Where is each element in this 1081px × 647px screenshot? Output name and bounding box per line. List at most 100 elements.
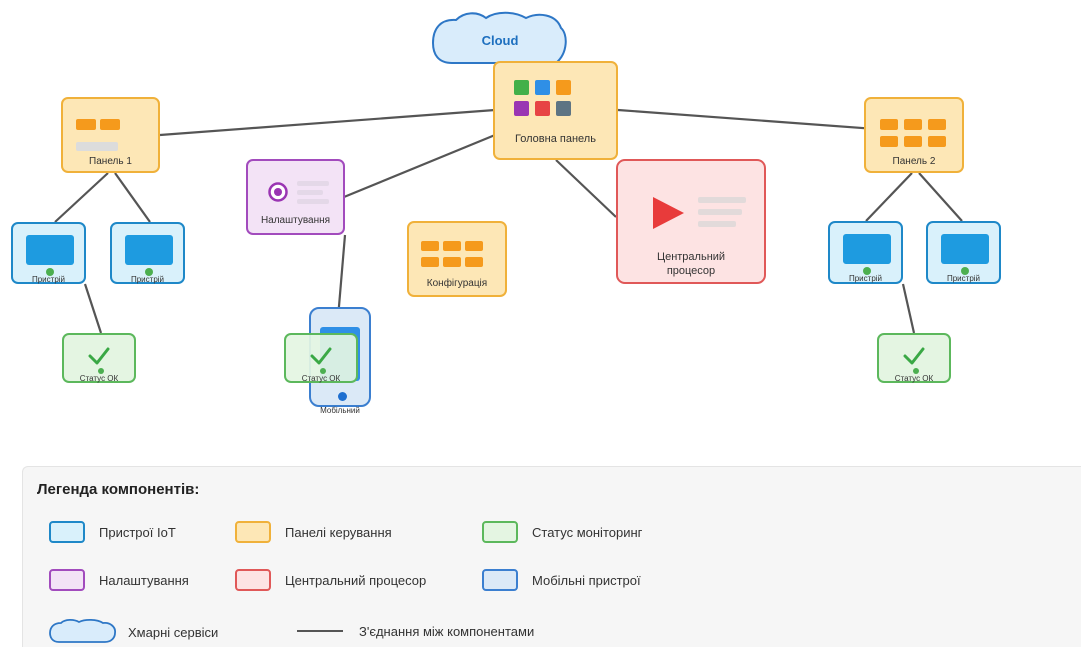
connection-device3-status3: [901, 283, 916, 334]
panel-1-label: Панель 1: [89, 156, 132, 167]
app-tile-red: [535, 101, 550, 116]
config-block: [443, 257, 461, 267]
settings-line: [297, 181, 329, 186]
panel-2-block: [904, 119, 922, 130]
connection-main-settings: [343, 133, 496, 199]
connection-panel2-device4: [918, 172, 963, 222]
legend-swatch-panels: [235, 521, 271, 543]
device-node-2[interactable]: Пристрій: [110, 222, 185, 284]
device-node-4[interactable]: Пристрій: [926, 221, 1001, 284]
panel-1-bar: [76, 142, 118, 151]
main-panel-label: Головна панель: [515, 133, 596, 145]
legend-swatch-cloud: [49, 618, 116, 643]
device-node-1[interactable]: Пристрій: [11, 222, 86, 284]
play-icon: [653, 197, 684, 229]
app-tile-orange: [556, 80, 571, 95]
settings-node[interactable]: Налаштування: [246, 159, 345, 235]
monitor-icon: [26, 235, 74, 265]
cpu-line: [698, 221, 736, 227]
status-node-2[interactable]: Статус ОК: [284, 333, 358, 383]
legend-label-status: Статус моніторинг: [532, 525, 643, 540]
panel-1-block-right: [100, 119, 120, 130]
legend-swatch-status: [482, 521, 518, 543]
monitor-icon: [125, 235, 173, 265]
settings-label: Налаштування: [260, 215, 331, 226]
legend-connection-line: [297, 630, 343, 632]
legend-swatch-iot: [49, 521, 85, 543]
config-block: [465, 257, 483, 267]
config-block: [421, 241, 439, 251]
device-label: Пристрій: [946, 274, 981, 283]
checkmark-icon: [903, 347, 925, 365]
cpu-label-line2: процесор: [666, 265, 716, 277]
app-tile-gray: [556, 101, 571, 116]
panel-2-block: [928, 136, 946, 147]
cloud-label: Cloud: [481, 33, 519, 48]
legend-swatch-settings: [49, 569, 85, 591]
connection-panel2-device3: [865, 172, 913, 222]
cloud-node[interactable]: [430, 9, 570, 65]
status-dot-icon: [46, 268, 54, 276]
status-node-3[interactable]: Статус ОК: [877, 333, 951, 383]
connection-main-cpu: [555, 159, 617, 218]
legend-label-settings: Налаштування: [99, 573, 189, 588]
config-block: [421, 257, 439, 267]
panel-2-block: [928, 119, 946, 130]
app-tile-blue: [535, 80, 550, 95]
legend-label-cpu: Центральний процесор: [285, 573, 427, 588]
panel-1-block-left: [76, 119, 96, 130]
cpu-node[interactable]: Центральний процесор: [616, 159, 766, 284]
status-dot-icon: [961, 267, 969, 275]
cpu-line: [698, 197, 746, 203]
status-label: Статус ОК: [894, 374, 934, 383]
cpu-line: [698, 209, 742, 215]
panel-2-block: [880, 136, 898, 147]
config-node[interactable]: Конфігурація: [407, 221, 507, 297]
status-dot-icon: [913, 368, 919, 374]
legend-panel: Легенда компонентів: Пристрої IoT Панелі…: [22, 466, 1081, 647]
status-dot-icon: [98, 368, 104, 374]
device-label: Пристрій: [130, 275, 165, 284]
status-label: Статус ОК: [301, 374, 341, 383]
status-node-1[interactable]: Статус ОК: [62, 333, 136, 383]
connection-panel1-device2: [114, 172, 151, 223]
app-tile-purple: [514, 101, 529, 116]
legend-label-connection: З'єднання між компонентами: [359, 624, 535, 639]
legend-title: Легенда компонентів:: [37, 481, 200, 498]
legend-swatch-mobile: [482, 569, 518, 591]
status-label: Статус ОК: [79, 374, 119, 383]
device-label: Пристрій: [31, 275, 66, 284]
connection-main-panel1: [159, 108, 496, 137]
mobile-label: Мобільний: [320, 406, 360, 415]
monitor-icon: [941, 234, 989, 264]
panel-1-node[interactable]: Панель 1: [61, 97, 160, 173]
legend-label-panels: Панелі керування: [285, 525, 392, 540]
monitor-icon: [843, 234, 891, 264]
legend-label-cloud: Хмарні сервіси: [128, 625, 219, 640]
connection-device1-status1: [83, 283, 103, 334]
checkmark-icon: [88, 347, 110, 365]
settings-line: [297, 190, 323, 195]
panel-2-node[interactable]: Панель 2: [864, 97, 964, 173]
device-node-3[interactable]: Пристрій: [828, 221, 903, 284]
home-button-icon: [338, 392, 347, 401]
status-dot-icon: [863, 267, 871, 275]
app-tile-green: [514, 80, 529, 95]
radio-icon: [268, 182, 288, 202]
legend-label-iot: Пристрої IoT: [99, 525, 176, 540]
panel-2-block: [904, 136, 922, 147]
legend-label-mobile: Мобільні пристрої: [532, 573, 641, 588]
panel-2-block: [880, 119, 898, 130]
config-label: Конфігурація: [426, 278, 488, 289]
config-block: [443, 241, 461, 251]
panel-2-label: Панель 2: [892, 156, 936, 167]
cpu-label-line1: Центральний: [656, 251, 726, 263]
main-panel-node[interactable]: Головна панель: [493, 61, 618, 160]
status-dot-icon: [320, 368, 326, 374]
status-dot-icon: [145, 268, 153, 276]
settings-line: [297, 199, 329, 204]
connection-panel1-device1: [54, 172, 109, 223]
device-label: Пристрій: [848, 274, 883, 283]
checkmark-icon: [310, 347, 332, 365]
